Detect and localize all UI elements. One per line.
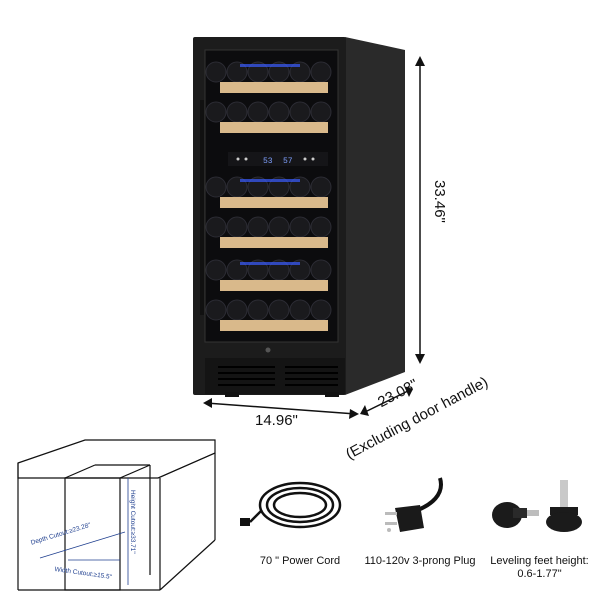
wine-bottle — [205, 176, 227, 198]
cooler-side-panel — [345, 37, 405, 395]
wine-bottle — [310, 216, 332, 238]
wine-bottle — [247, 299, 269, 321]
wood-shelf — [220, 82, 328, 93]
wine-bottle — [268, 101, 290, 123]
wine-bottle — [205, 259, 227, 281]
feet-height-caption: 0.6-1.77" — [517, 568, 562, 580]
height-arrow — [415, 56, 425, 364]
feet-caption: Leveling feet height: — [490, 555, 589, 567]
wood-shelf — [220, 280, 328, 291]
door-handle — [200, 100, 204, 315]
plug-icon — [385, 477, 443, 532]
wine-bottle — [205, 101, 227, 123]
wine-shelves — [205, 61, 332, 331]
wood-shelf — [220, 197, 328, 208]
power-cord-icon — [249, 481, 342, 529]
wine-bottle — [310, 101, 332, 123]
height-dimension: 33.46" — [431, 180, 448, 223]
wine-bottle — [310, 61, 332, 83]
height-cutout-label: Height Cutout:≥33.71" — [129, 490, 136, 554]
kick-plate — [205, 358, 345, 394]
wine-bottle — [226, 216, 248, 238]
wine-bottle — [310, 176, 332, 198]
display-left: 53 — [263, 157, 273, 166]
cutout-dim-lines — [39, 478, 129, 585]
led-light — [240, 64, 300, 67]
wine-bottle — [226, 299, 248, 321]
wine-bottle — [268, 299, 290, 321]
wine-bottle — [289, 216, 311, 238]
wine-bottle — [310, 259, 332, 281]
wood-shelf — [220, 122, 328, 133]
led-light — [240, 179, 300, 182]
wood-shelf — [220, 320, 328, 331]
wine-bottle — [268, 216, 290, 238]
control-panel — [228, 152, 328, 166]
power-cord-caption: 70 " Power Cord — [259, 555, 341, 567]
wine-bottle — [247, 216, 269, 238]
leveling-feet-icon — [492, 480, 582, 532]
wine-bottle — [247, 101, 269, 123]
cutout-diagram — [17, 439, 216, 591]
width-dimension: 14.96" — [255, 412, 298, 429]
depth-arrow — [360, 386, 413, 416]
wine-bottle — [310, 299, 332, 321]
wine-bottle — [226, 101, 248, 123]
wine-bottle — [205, 61, 227, 83]
plug-caption: 110-120v 3-prong Plug — [364, 555, 476, 567]
led-light — [240, 262, 300, 265]
wine-bottle — [289, 101, 311, 123]
wine-bottle — [205, 216, 227, 238]
wine-bottle — [289, 299, 311, 321]
wood-shelf — [220, 237, 328, 248]
width-arrow — [203, 398, 359, 419]
display-right: 57 — [283, 157, 293, 166]
lock-icon — [265, 347, 271, 353]
wine-bottle — [205, 299, 227, 321]
